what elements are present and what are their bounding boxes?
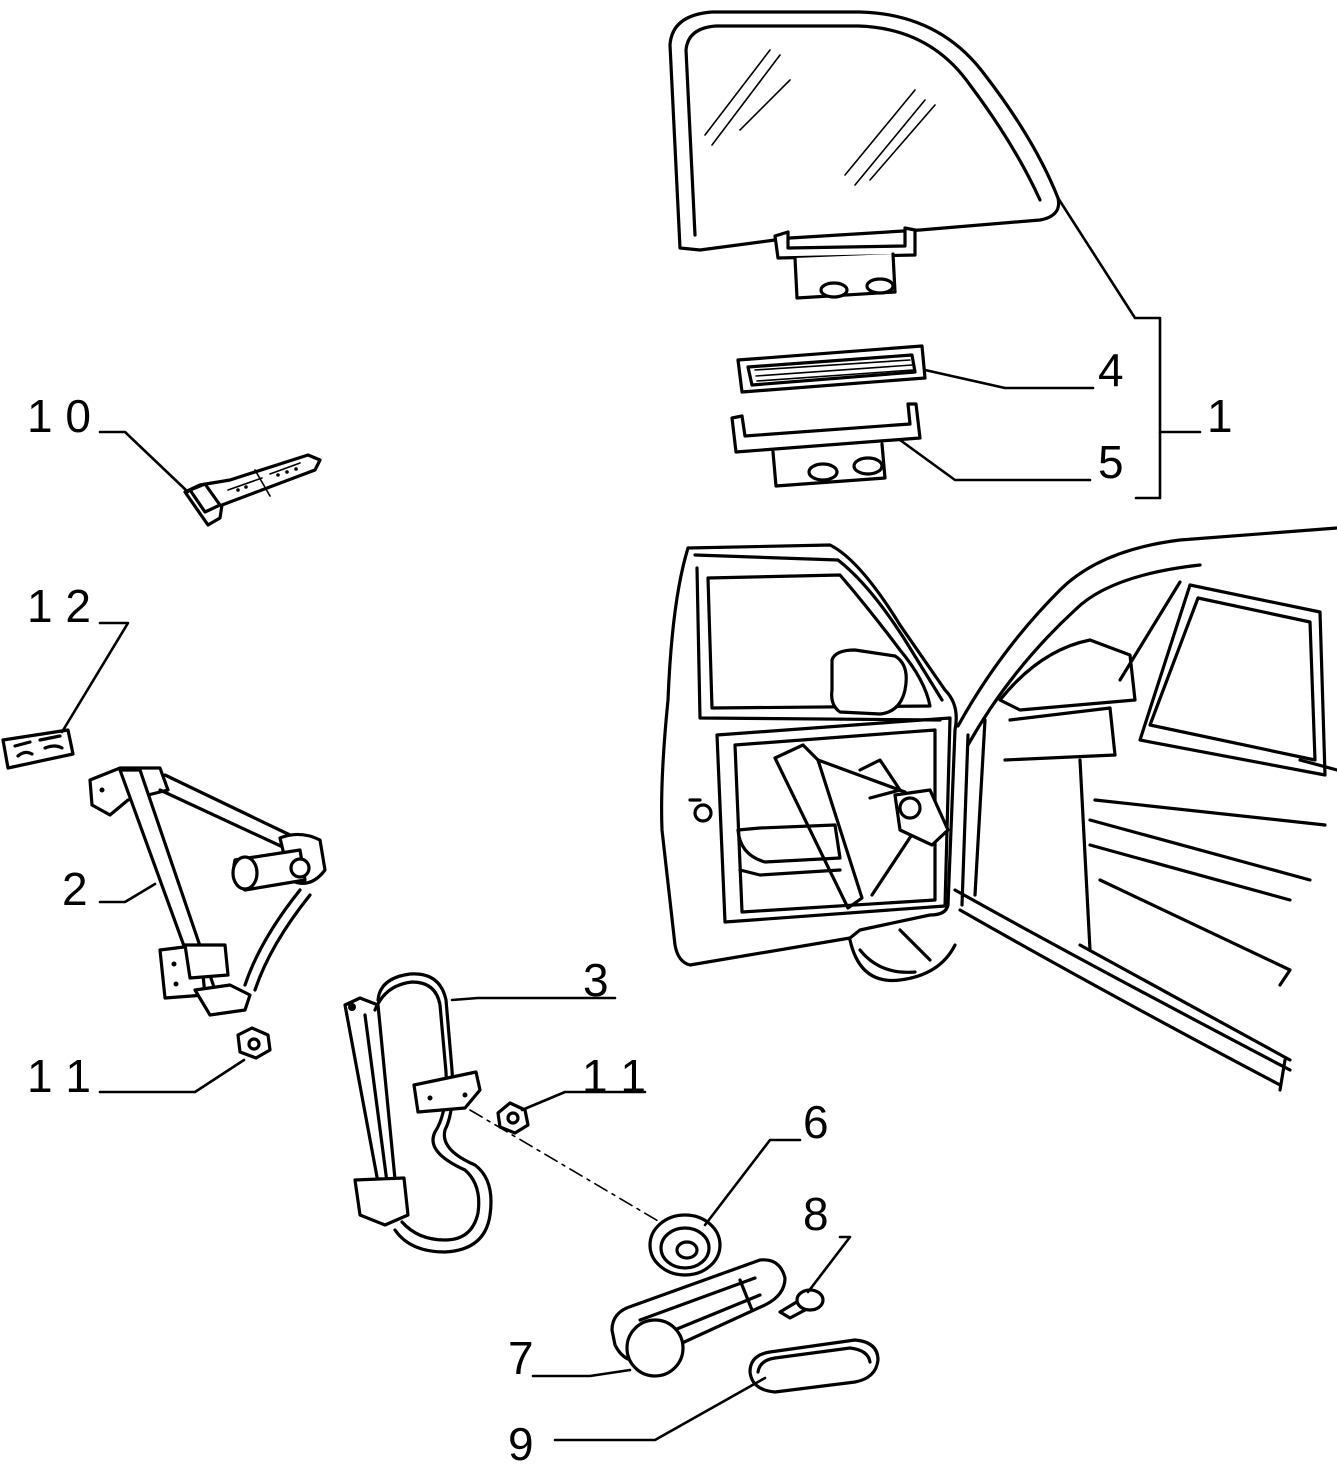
- door-glass-pane: [668, 10, 1061, 300]
- label-12: 1 2: [27, 580, 91, 632]
- leader-3: [450, 996, 617, 1002]
- leaders-top-right: [898, 196, 1202, 500]
- crank-knob: [748, 1338, 880, 1394]
- leader-10: [98, 430, 190, 494]
- leader-2: [98, 882, 157, 904]
- regulator-crank-tool: [183, 453, 322, 527]
- label-8: 8: [803, 1188, 829, 1240]
- leader-7: [531, 1368, 632, 1378]
- glass-lower-channel: [730, 402, 922, 488]
- label-11-left: 1 1: [27, 1050, 91, 1102]
- callout-labels: 1 4 5 1 0 1 2 2 3 1 1 1 1 6 8 7 9: [27, 344, 1233, 1469]
- handle-screw: [778, 1288, 825, 1320]
- leader-6: [703, 1138, 802, 1227]
- window-crank-handle: [610, 1258, 787, 1378]
- label-2: 2: [62, 863, 88, 915]
- manual-window-regulator: [343, 972, 671, 1254]
- label-10: 1 0: [27, 390, 91, 442]
- leader-12: [60, 621, 130, 734]
- label-9: 9: [508, 1418, 534, 1469]
- nut-left: [236, 1026, 272, 1060]
- car-body-open-door: [660, 526, 1337, 1092]
- label-11-right: 1 1: [582, 1050, 646, 1102]
- label-3: 3: [583, 954, 609, 1006]
- electric-window-regulator: [88, 766, 327, 1017]
- glass-seal-strip: [736, 344, 927, 394]
- label-5: 5: [1098, 436, 1124, 488]
- leader-11-left: [98, 1058, 246, 1094]
- label-1: 1: [1207, 390, 1233, 442]
- leader-8: [806, 1235, 852, 1294]
- label-6: 6: [803, 1096, 829, 1148]
- mounting-plate: [1, 728, 75, 770]
- nut-right: [496, 1101, 530, 1135]
- label-4: 4: [1098, 344, 1124, 396]
- handle-escutcheon: [648, 1213, 722, 1277]
- label-7: 7: [508, 1332, 534, 1384]
- leader-11-right: [520, 1090, 647, 1112]
- leader-9: [553, 1376, 767, 1442]
